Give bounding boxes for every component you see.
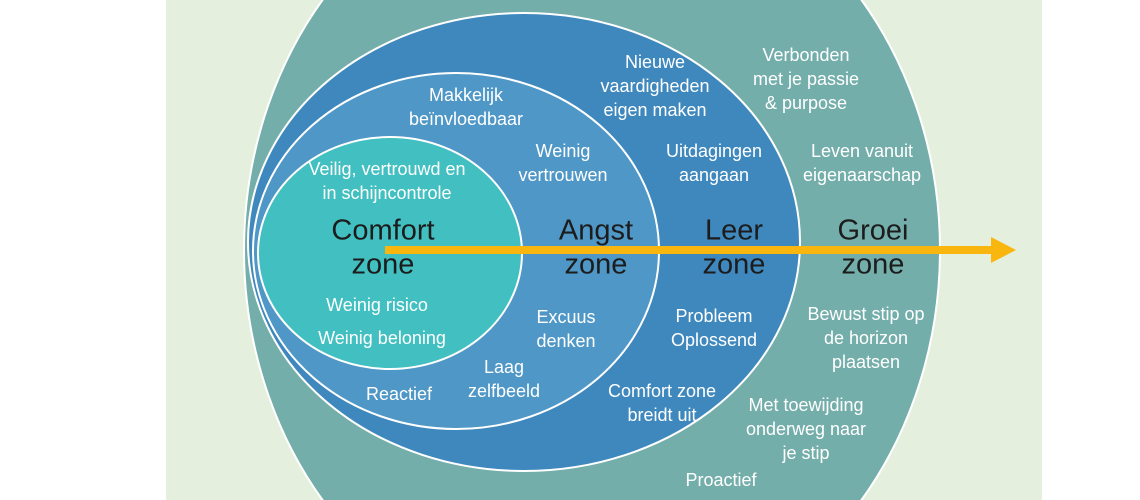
groei-zone-label-2-line2: eigenaarschap	[803, 165, 921, 185]
growth-direction-arrow	[385, 237, 1016, 263]
angst-zone-label-1-line1: Makkelijk	[429, 85, 504, 105]
comfort-zone-title-line2: zone	[352, 249, 415, 281]
leer-zone-title-line2: zone	[703, 249, 766, 281]
angst-zone-label-5-line1: Reactief	[366, 384, 433, 404]
leer-zone-label-2-line2: aangaan	[679, 165, 749, 185]
arrow-head-icon	[991, 237, 1016, 263]
groei-zone-label-2-line1: Leven vanuit	[811, 141, 913, 161]
comfort-zone-title-line1: Comfort	[331, 215, 434, 247]
leer-zone-label-3-line1: Probleem	[675, 306, 752, 326]
leer-zone-label-3-line2: Oplossend	[671, 330, 757, 350]
comfort-zone-label-1-line1: Veilig, vertrouwd en	[308, 159, 465, 179]
leer-zone-label-1-line3: eigen maken	[603, 100, 706, 120]
groei-zone-label-3-line1: Bewust stip op	[807, 304, 924, 324]
leer-zone-label-2-line1: Uitdagingen	[666, 141, 762, 161]
groei-zone-label-1-line1: Verbonden	[762, 45, 849, 65]
comfort-zone-label-3-line1: Weinig beloning	[318, 328, 446, 348]
leer-zone-label-1-line1: Nieuwe	[625, 52, 685, 72]
angst-zone-label-2-line1: Weinig	[536, 141, 591, 161]
leer-zone-label-4-line2: breidt uit	[627, 405, 696, 425]
groei-zone-label-4-line1: Met toewijding	[748, 395, 863, 415]
angst-zone-title-line1: Angst	[559, 215, 633, 247]
groei-zone-label-1-line3: & purpose	[765, 93, 847, 113]
groei-zone-label-3-line3: plaatsen	[832, 352, 900, 372]
groei-zone-label-4-line3: je stip	[781, 443, 829, 463]
angst-zone-label-4-line2: zelfbeeld	[468, 381, 540, 401]
angst-zone-label-4-line1: Laag	[484, 357, 524, 377]
groei-zone-label-1-line2: met je passie	[753, 69, 859, 89]
angst-zone-title-line2: zone	[565, 249, 628, 281]
angst-zone-label-3-line2: denken	[536, 331, 595, 351]
angst-zone-label-3-line1: Excuus	[536, 307, 595, 327]
angst-zone-label-1-line2: beïnvloedbaar	[409, 109, 523, 129]
groei-zone-label-4-line2: onderweg naar	[746, 419, 866, 439]
groei-zone-label-5-line1: Proactief	[685, 470, 757, 490]
leer-zone-title-line1: Leer	[705, 215, 763, 247]
groei-zone-label-3-line2: de horizon	[824, 328, 908, 348]
comfort-zone-label-1-line2: in schijncontrole	[322, 183, 451, 203]
groei-zone-title-line1: Groei	[838, 215, 909, 247]
arrow-shaft	[385, 246, 993, 254]
angst-zone-label-2-line2: vertrouwen	[518, 165, 607, 185]
groei-zone-title-line2: zone	[842, 249, 905, 281]
leer-zone-label-4-line1: Comfort zone	[608, 381, 716, 401]
leer-zone-label-1-line2: vaardigheden	[600, 76, 709, 96]
comfort-zone-label-2-line1: Weinig risico	[326, 295, 428, 315]
